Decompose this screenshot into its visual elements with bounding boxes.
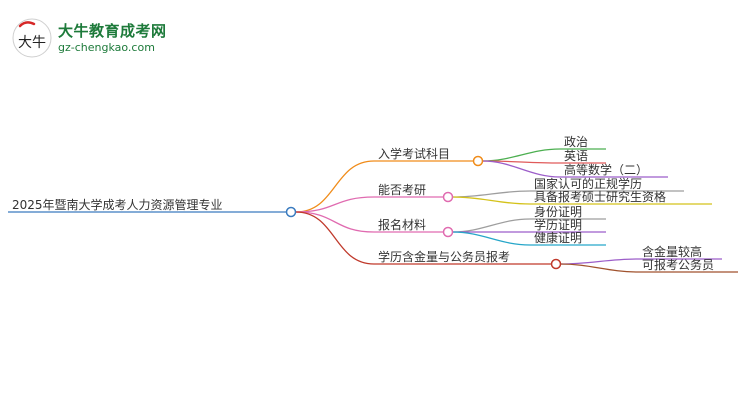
leaf-label: 可报考公务员 [642, 257, 714, 272]
branch-to-leaf-edge [482, 160, 561, 178]
branch-to-leaf-edge [452, 218, 531, 233]
root-label: 2025年暨南大学成考人力资源管理专业 [12, 197, 223, 212]
branch-to-leaf-edge [452, 231, 531, 246]
branch-label: 报名材料 [378, 217, 426, 232]
leaf-label: 高等数学（二） [564, 162, 648, 177]
leaf-label: 健康证明 [534, 230, 582, 245]
bull-logo-icon: 大牛 [12, 18, 52, 58]
logo-mark-text: 大牛 [18, 35, 46, 51]
leaf-label: 身份证明 [534, 204, 582, 219]
branch-to-leaf-edge [452, 196, 531, 205]
branch-label: 学历含金量与公务员报考 [378, 249, 510, 264]
branch-connector-dot[interactable] [550, 258, 562, 270]
leaf-label: 具备报考硕士研究生资格 [534, 189, 666, 204]
branch-node-exam-subjects[interactable]: 入学考试科目 政治 英语 高等数学（二） [378, 135, 648, 177]
root-connector-dot[interactable] [285, 206, 297, 218]
root-to-branch-edge [295, 211, 375, 233]
leaf-label: 学历证明 [534, 217, 582, 232]
branch-node-application-materials[interactable]: 报名材料 身份证明 学历证明 健康证明 [378, 204, 582, 245]
branch-to-leaf-edge [482, 148, 561, 162]
mind-map-nodes: 2025年暨南大学成考人力资源管理专业 入学考试科目 政治 英语 高等数学（二）… [12, 135, 714, 272]
root-to-branch-edge [295, 196, 375, 213]
branch-to-leaf-edge [452, 190, 531, 198]
root-node[interactable]: 2025年暨南大学成考人力资源管理专业 [12, 197, 297, 218]
mind-map-edges [8, 148, 738, 273]
branch-label: 入学考试科目 [378, 146, 450, 161]
leaf-label: 含金量较高 [642, 244, 702, 259]
site-logo[interactable]: 大牛 大牛教育成考网 gz-chengkao.com [10, 16, 210, 60]
branch-label: 能否考研 [378, 183, 426, 197]
branch-connector-dot[interactable] [442, 226, 454, 238]
branch-connector-dot[interactable] [472, 155, 484, 167]
root-to-branch-edge [295, 160, 375, 213]
leaf-label: 政治 [564, 135, 588, 149]
site-url: gz-chengkao.com [58, 41, 155, 54]
branch-to-leaf-edge [560, 258, 639, 265]
branch-node-degree-value[interactable]: 学历含金量与公务员报考 含金量较高 可报考公务员 [378, 244, 714, 272]
branch-connector-dot[interactable] [442, 191, 454, 203]
leaf-label: 英语 [564, 149, 588, 163]
site-name: 大牛教育成考网 [58, 22, 167, 40]
branch-to-leaf-edge [560, 263, 639, 273]
root-to-branch-edge [295, 211, 375, 265]
branch-node-postgrad[interactable]: 能否考研 国家认可的正规学历 具备报考硕士研究生资格 [378, 176, 666, 204]
leaf-label: 国家认可的正规学历 [534, 176, 642, 191]
